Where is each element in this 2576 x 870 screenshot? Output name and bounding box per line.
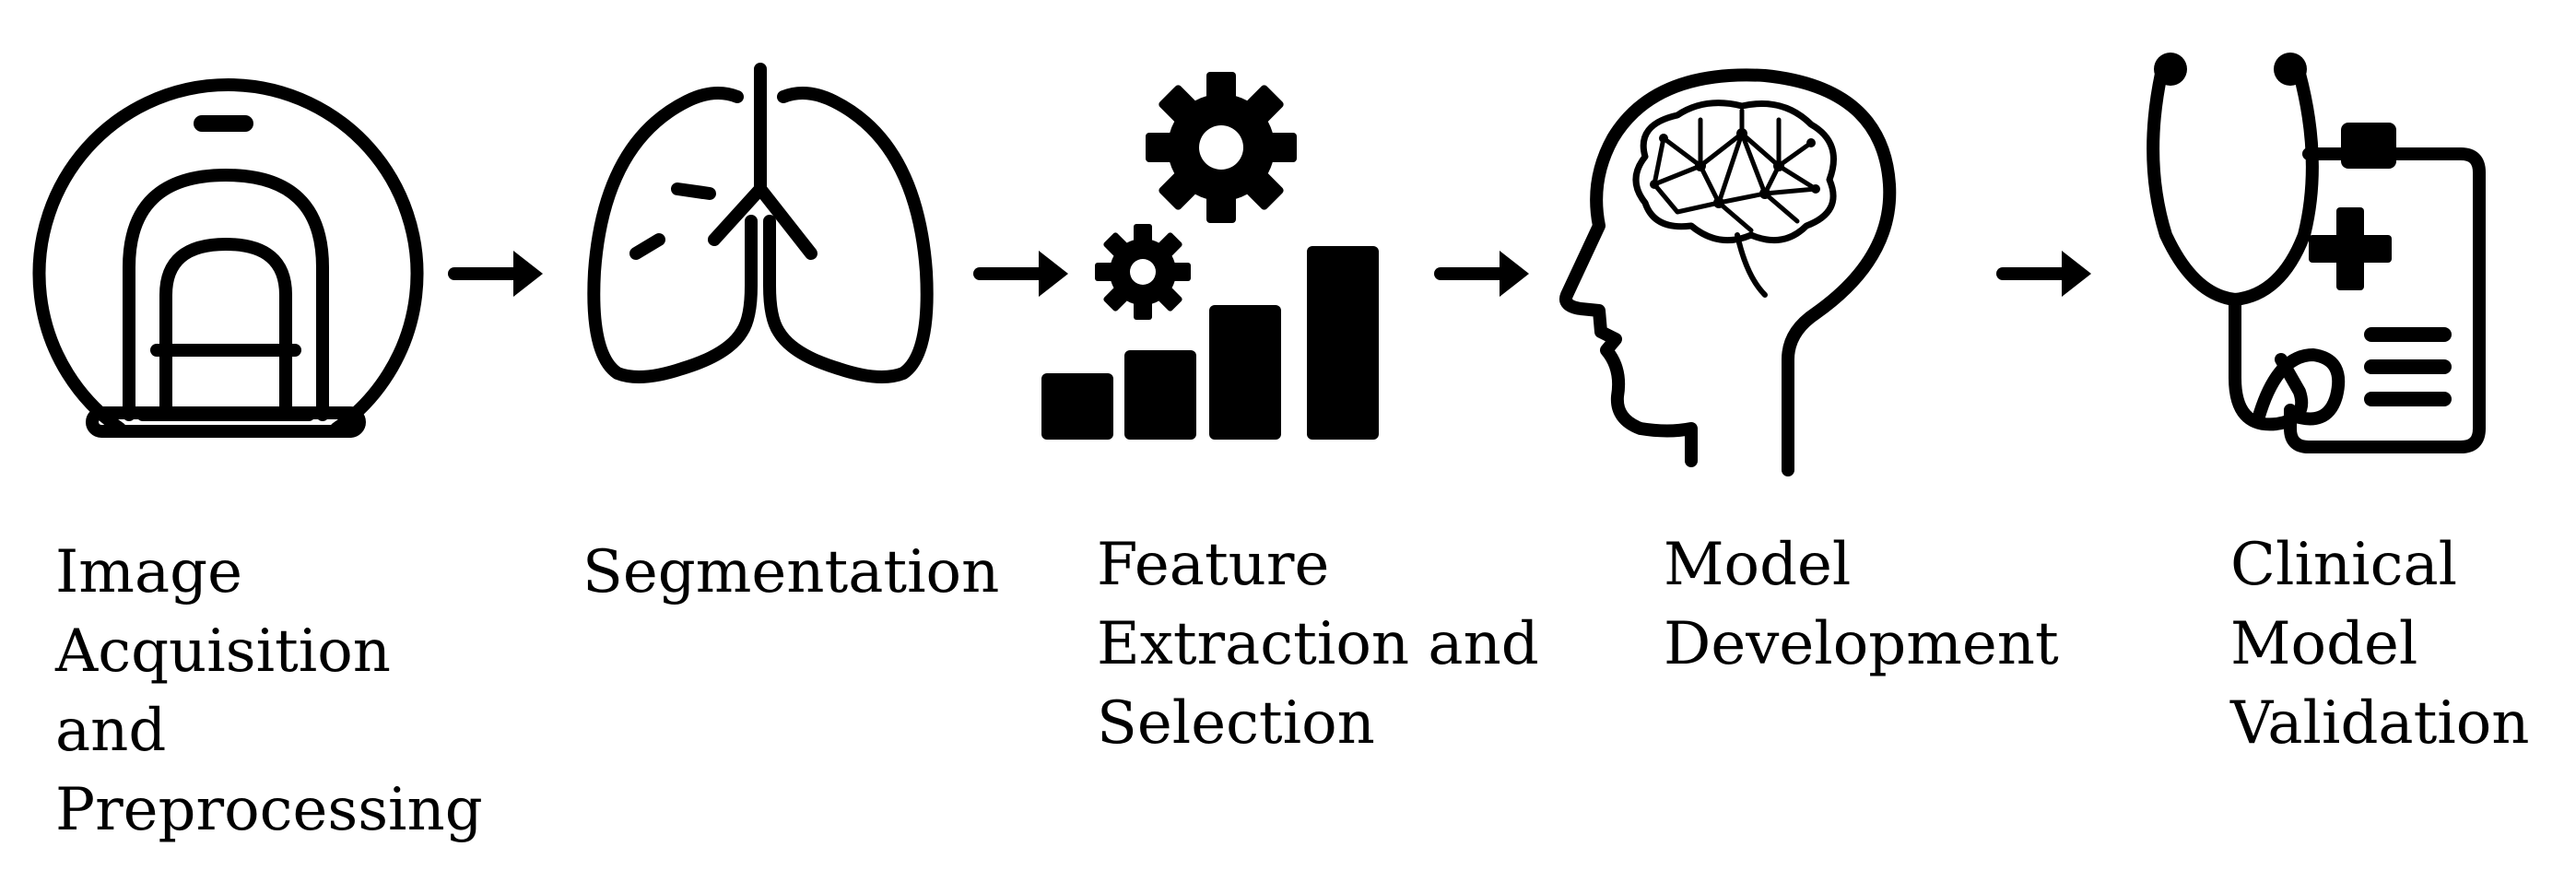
step-label-segmentation: Segmentation xyxy=(582,538,1000,606)
mri-scanner-icon xyxy=(32,78,424,438)
step-label-feature-extraction: Feature Extraction and Selection xyxy=(1097,531,1539,758)
arrow-right-icon xyxy=(973,251,1068,297)
step-label-model-development: Model Development xyxy=(1664,531,2059,678)
step-label-clinical-validation: Clinical Model Validation xyxy=(2230,531,2530,758)
arrow-right-icon xyxy=(448,251,543,297)
stethoscope-clipboard-icon xyxy=(2147,53,2486,453)
brain-head-icon xyxy=(1559,68,1897,476)
step-label-image-acquisition: Image Acquisition and Preprocessing xyxy=(55,538,483,844)
arrow-right-icon xyxy=(1434,251,1529,297)
gears-bar-chart-icon xyxy=(1041,72,1379,440)
lungs-icon xyxy=(587,63,934,383)
arrow-right-icon xyxy=(1996,251,2091,297)
